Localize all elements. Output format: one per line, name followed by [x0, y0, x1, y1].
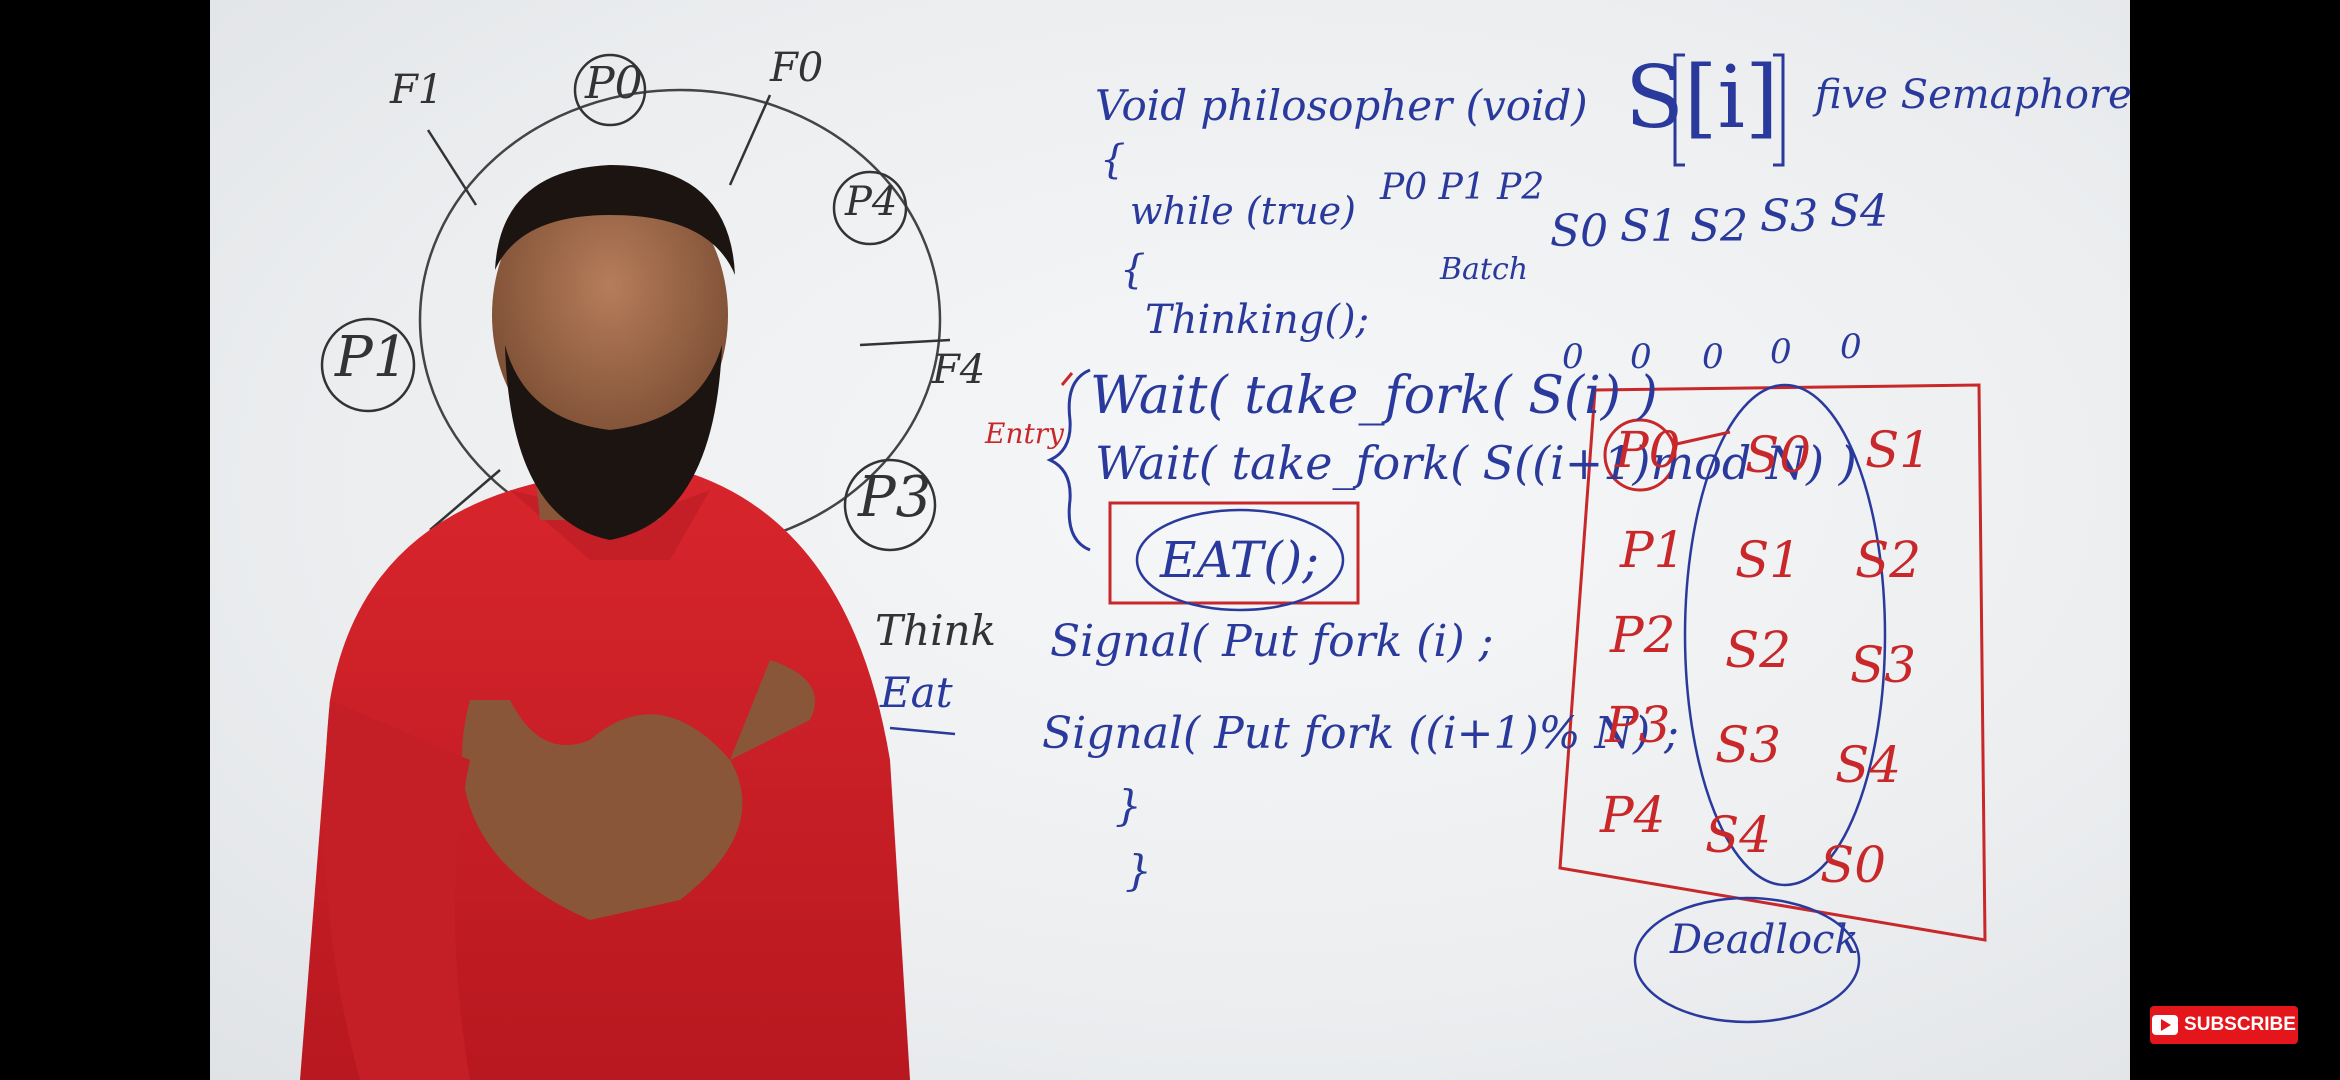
table-row-3-p: P3	[1605, 696, 1671, 754]
semaphore-value-s1: 0	[1630, 337, 1652, 377]
table-row-1-left: S1	[1735, 531, 1802, 589]
code-signal-1: Signal( Put fork (i) ;	[1050, 616, 1494, 667]
deadlock-label: Deadlock	[1670, 917, 1859, 963]
code-while: while (true)	[1130, 189, 1356, 233]
table-row-0-left: S0	[1745, 426, 1812, 484]
table-row-2-left: S2	[1725, 621, 1792, 679]
table-row-1-right: S2	[1855, 531, 1922, 589]
code-wait-1: Wait( take_fork( S(i) )	[1090, 366, 1658, 426]
note-think: Think	[875, 606, 996, 655]
fork-f0: F0	[770, 45, 824, 91]
fork-f1: F1	[390, 67, 444, 113]
table-row-0-p: P0	[1615, 421, 1681, 479]
code-line-1: Void philosopher (void)	[1095, 81, 1588, 130]
philosopher-p4: P4	[845, 179, 898, 225]
table-row-4-p: P4	[1600, 786, 1666, 844]
philosopher-p3: P3	[858, 465, 932, 530]
fork-f4: F4	[932, 347, 986, 393]
semaphore-label-s3: S3	[1760, 191, 1819, 242]
semaphore-value-s3: 0	[1770, 332, 1792, 372]
semaphore-value-s0: 0	[1562, 337, 1584, 377]
code-close-2: }	[1125, 846, 1152, 895]
code-brace-open: {	[1100, 137, 1126, 183]
table-row-3-right: S4	[1835, 736, 1902, 794]
subscribe-button[interactable]: SUBSCRIBE	[2150, 1006, 2298, 1044]
presenter	[300, 165, 910, 1080]
semaphore-label-s0: S0	[1550, 206, 1609, 257]
code-batch: Batch	[1440, 252, 1529, 287]
code-brace2: {	[1120, 247, 1146, 293]
table-row-4-left: S4	[1705, 806, 1772, 864]
code-signal-2: Signal( Put fork ((i+1)% N) ;	[1042, 708, 1679, 759]
play-icon	[2152, 1015, 2179, 1035]
code-thinking: Thinking();	[1145, 297, 1370, 343]
semaphore-label-s1: S1	[1620, 201, 1679, 252]
philosopher-p0: P0	[585, 58, 643, 109]
semaphore-value-s2: 0	[1702, 337, 1724, 377]
table-row-3-left: S3	[1715, 716, 1782, 774]
note-eat: Eat	[880, 668, 953, 717]
semaphore-value-s4: 0	[1840, 327, 1862, 367]
table-row-2-p: P2	[1610, 606, 1676, 664]
code-close-1: }	[1115, 781, 1142, 830]
table-row-4-right: S0	[1820, 836, 1887, 894]
code-p-batch: P0 P1 P2	[1380, 167, 1545, 208]
code-eat: EAT();	[1160, 531, 1320, 589]
semaphore-subtitle: five Semaphores	[1815, 72, 2130, 118]
code-wait-2: Wait( take_fork( S((i+1)mod N) )	[1095, 436, 1857, 490]
video-frame[interactable]: P0 P4 P1 P3 F1 F0 F4 Think Eat Void phil…	[210, 0, 2130, 1080]
semaphore-label-s4: S4	[1830, 186, 1889, 237]
semaphore-title: S[i]	[1625, 48, 1779, 148]
table-row-1-p: P1	[1620, 521, 1686, 579]
table-row-2-right: S3	[1850, 636, 1917, 694]
subscribe-label: SUBSCRIBE	[2184, 1014, 2296, 1035]
table-row-0-right: S1	[1865, 421, 1932, 479]
dining-philosophers-diagram	[320, 53, 1987, 1024]
code-entry-label: Entry	[985, 417, 1064, 450]
semaphore-label-s2: S2	[1690, 201, 1749, 252]
philosopher-p1: P1	[335, 325, 409, 390]
